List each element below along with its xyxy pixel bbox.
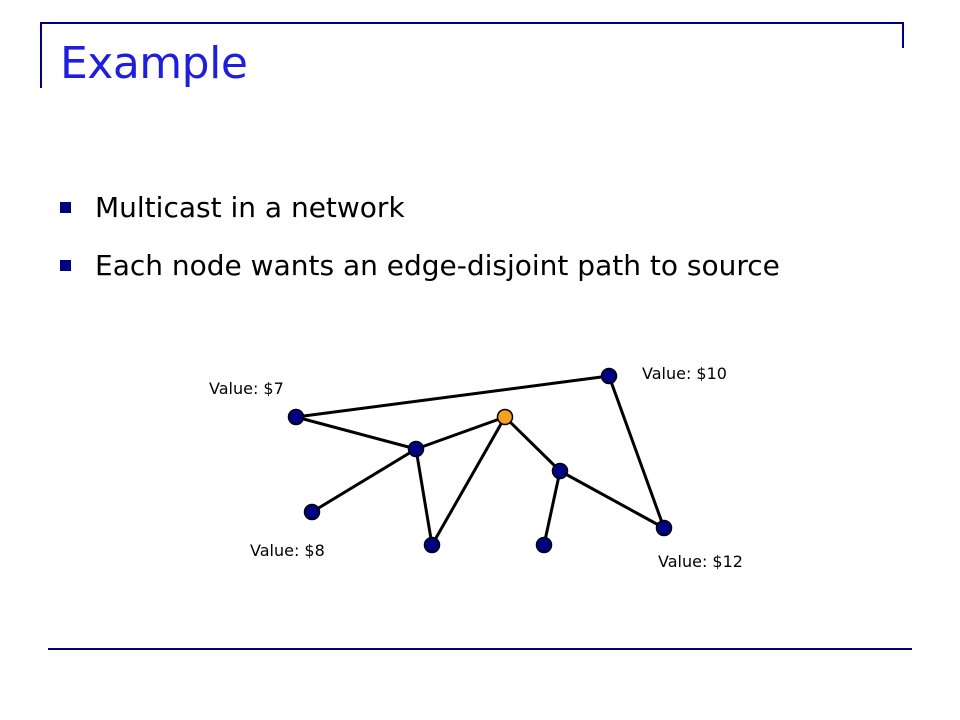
edge [430,416,507,546]
network-node-value-8 [303,503,321,521]
edge [295,374,610,419]
node-value-label: Value: $7 [209,379,284,398]
top-rule [40,22,904,24]
edge [542,470,562,546]
edge [415,415,506,451]
network-node-value-10 [600,367,618,385]
bottom-rule [48,648,912,650]
nodes [287,367,673,554]
bullet-item-edge-disjoint: Each node wants an edge-disjoint path to… [60,236,780,294]
network-node [423,536,441,554]
network-node-hub [407,440,425,458]
edges [295,374,666,546]
bullet-item-multicast: Multicast in a network [60,178,780,236]
edge [559,469,665,530]
edge [295,415,417,451]
network-node-value-12 [655,519,673,537]
slide-title: Example [60,38,248,89]
bullet-text: Each node wants an edge-disjoint path to… [95,248,780,282]
node-value-label: Value: $12 [658,552,743,571]
source-node [496,408,514,426]
edge [607,375,666,529]
square-bullet-icon [60,259,71,271]
network-node [535,536,553,554]
network-node-value-7 [287,408,305,426]
node-value-label: Value: $8 [250,541,325,560]
node-value-label: Value: $10 [642,364,727,383]
edge [311,447,417,514]
edge [414,448,434,546]
square-bullet-icon [60,201,71,213]
left-accent-rule [40,22,42,88]
bullet-list: Multicast in a network Each node wants a… [60,178,780,294]
edge [503,415,562,473]
network-node [551,462,569,480]
bullet-text: Multicast in a network [95,190,405,224]
node-labels: Value: $7 Value: $10 Value: $8 Value: $1… [209,364,743,571]
right-accent-rule [902,22,904,48]
